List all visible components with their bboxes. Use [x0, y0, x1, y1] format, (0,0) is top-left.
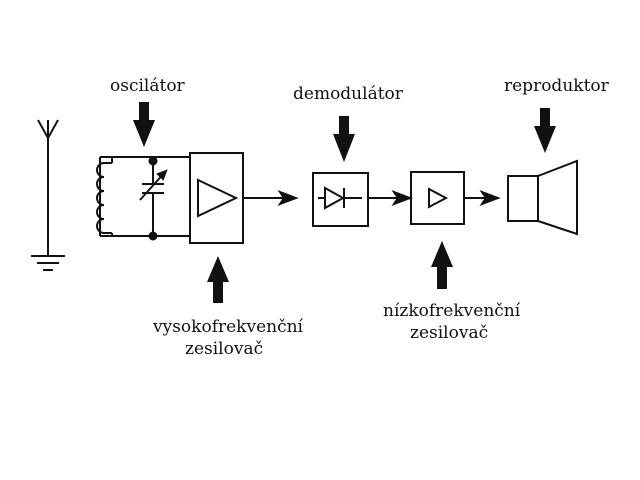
oscillator-label: oscilátor — [110, 76, 185, 96]
speaker-symbol — [507, 159, 578, 236]
rf-amp-pointer-arrow — [207, 256, 229, 303]
af-amplifier-label-line2: zesilovač — [410, 323, 489, 343]
rf-amplifier-label-line2: zesilovač — [185, 339, 264, 359]
af-amplifier-label: nízkofrekvenční zesilovač — [383, 300, 520, 344]
af-amp-pointer-arrow — [431, 241, 453, 289]
speaker-label: reproduktor — [504, 76, 609, 96]
lc-tank-circuit — [96, 156, 190, 241]
rf-amplifier-label-line1: vysokofrekvenční — [152, 317, 303, 337]
speaker-pointer-arrow — [534, 108, 556, 153]
demodulator-label: demodulátor — [293, 84, 403, 104]
oscillator-pointer-arrow — [133, 102, 155, 147]
antenna-symbol — [31, 119, 65, 271]
rf-amplifier-block — [189, 152, 244, 244]
af-amplifier-block — [410, 171, 465, 225]
rf-amplifier-label: vysokofrekvenční zesilovač — [148, 316, 308, 360]
af-amplifier-label-line1: nízkofrekvenční — [383, 301, 521, 321]
demodulator-pointer-arrow — [333, 116, 355, 162]
demodulator-block — [312, 172, 369, 227]
